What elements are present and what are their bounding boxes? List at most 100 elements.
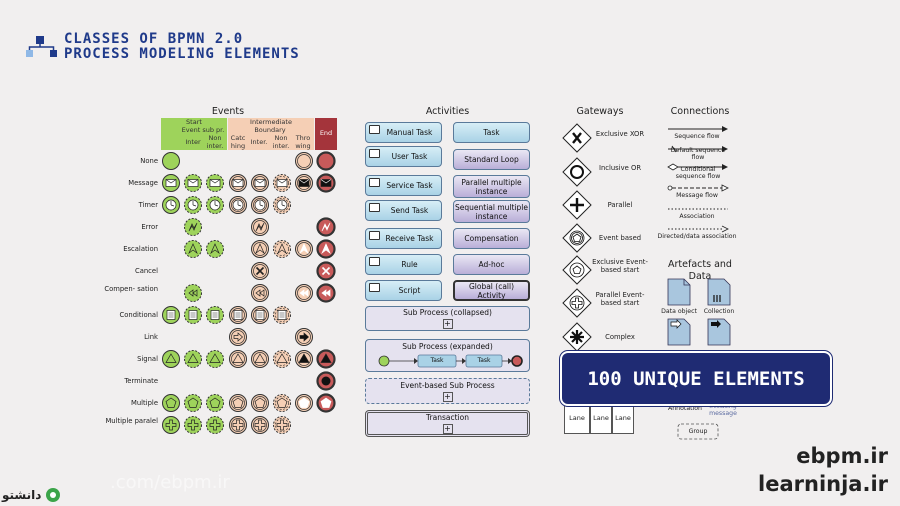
task-type-icon	[369, 178, 380, 187]
event-symbol	[184, 240, 202, 258]
event-symbol	[295, 328, 313, 346]
events-col-non-inter: Non inter.	[206, 134, 224, 150]
gateway-symbol	[562, 157, 592, 187]
event-row-label: None	[140, 157, 158, 165]
activity-task-label: Send Task	[390, 206, 429, 215]
event-symbol	[316, 151, 336, 171]
event-symbol	[184, 284, 202, 302]
event-based-subprocess: Event-based Sub Process +	[365, 378, 530, 404]
plus-marker: +	[442, 391, 453, 402]
event-symbol	[316, 173, 336, 193]
event-symbol	[295, 240, 313, 258]
event-symbol	[206, 394, 224, 412]
events-header-end	[315, 118, 337, 150]
activity-type-label: Standard Loop	[464, 155, 519, 164]
event-row-label: Cancel	[134, 267, 158, 275]
connection-label: Conditional sequence flow	[675, 166, 721, 180]
logo-text: دانشتو	[2, 488, 42, 502]
event-symbol	[184, 196, 202, 214]
event-symbol	[273, 240, 291, 258]
event-symbol	[251, 196, 269, 214]
event-symbol	[229, 328, 247, 346]
initiating-message-label: Initiating message	[709, 403, 737, 417]
events-sub-boundary: Boundary	[254, 126, 286, 134]
event-symbol	[251, 284, 269, 302]
event-symbol	[206, 196, 224, 214]
activity-type-label: Global (call) Activity	[468, 281, 515, 300]
event-symbol	[184, 416, 202, 434]
event-symbol	[295, 152, 313, 170]
gateway-label: Exclusive XOR	[595, 130, 645, 138]
event-symbol	[251, 394, 269, 412]
connection-label: Association	[679, 213, 715, 220]
transaction-label: Transaction	[426, 413, 469, 422]
event-symbol	[251, 306, 269, 324]
collection-label: Collection	[703, 308, 735, 315]
event-symbol	[273, 350, 291, 368]
subprocess-collapsed: Sub Process (collapsed) +	[365, 306, 530, 331]
event-row-label: Escalation	[123, 245, 158, 253]
task-type-icon	[369, 149, 380, 158]
event-symbol	[316, 393, 336, 413]
gateway-label: Complex	[605, 333, 635, 341]
event-symbol	[316, 349, 336, 369]
event-symbol	[184, 306, 202, 324]
activity-task: Receive Task	[365, 228, 442, 249]
activity-type-label: Ad-hoc	[478, 260, 505, 269]
gateway-symbol	[562, 223, 592, 253]
event-symbol	[295, 284, 313, 302]
subprocess-expanded: Sub Process (expanded) Task Task	[365, 339, 530, 372]
lane-2: Lane	[590, 401, 612, 434]
event-symbol	[229, 196, 247, 214]
gateway-symbol	[562, 123, 592, 153]
event-symbol	[162, 152, 180, 170]
activity-type: Sequential multiple instance	[453, 200, 530, 223]
transaction: Transaction +	[365, 410, 530, 437]
title-line-2: PROCESS MODELING ELEMENTS	[64, 46, 300, 62]
expanded-task-1: Task	[430, 357, 444, 364]
footer-logo: دانشتو	[2, 486, 90, 504]
event-subprocess-label: Event-based Sub Process	[400, 380, 495, 390]
event-symbol	[295, 394, 313, 412]
event-symbol	[162, 196, 180, 214]
event-row-label: Multiple	[131, 399, 158, 407]
event-symbol	[251, 240, 269, 258]
watermark-text: .com/ebpm.ir	[110, 472, 230, 493]
event-row-label: Link	[144, 333, 158, 341]
event-symbol	[206, 306, 224, 324]
activity-task-label: Service Task	[386, 181, 433, 190]
events-col-start: Start	[186, 118, 202, 126]
expanded-task-2: Task	[477, 357, 491, 364]
events-sub-start: Event sub pr.	[181, 126, 225, 134]
activity-task: Rule	[365, 254, 442, 275]
event-symbol	[229, 416, 247, 434]
events-col-boundary-non: Non inter.	[272, 134, 290, 150]
subprocess-expanded-label: Sub Process (expanded)	[402, 342, 493, 351]
event-row-label: Conditional	[119, 311, 159, 319]
activity-type: Ad-hoc	[453, 254, 530, 275]
activity-type-label: Sequential multiple instance	[455, 202, 528, 221]
activity-type-label: Compensation	[464, 234, 519, 243]
activity-type-label: Parallel multiple instance	[461, 177, 522, 196]
event-symbol	[229, 306, 247, 324]
event-row-label: Error	[141, 223, 158, 231]
events-col-catching: Catc hing	[230, 134, 246, 150]
event-symbol	[251, 218, 269, 236]
event-symbol	[273, 306, 291, 324]
gateway-label: Event based	[598, 234, 642, 242]
subprocess-collapsed-label: Sub Process (collapsed)	[403, 308, 492, 317]
event-symbol	[162, 306, 180, 324]
task-type-icon	[369, 283, 380, 292]
network-icon	[26, 36, 57, 57]
plus-marker: +	[442, 319, 453, 329]
event-row-label: Compen- sation	[104, 285, 158, 293]
activity-type: Global (call) Activity	[453, 280, 530, 301]
event-symbol	[251, 350, 269, 368]
event-symbol	[273, 174, 291, 192]
event-symbol	[273, 394, 291, 412]
plus-marker: +	[442, 424, 453, 434]
activity-type: Task	[453, 122, 530, 143]
task-type-icon	[369, 203, 380, 212]
